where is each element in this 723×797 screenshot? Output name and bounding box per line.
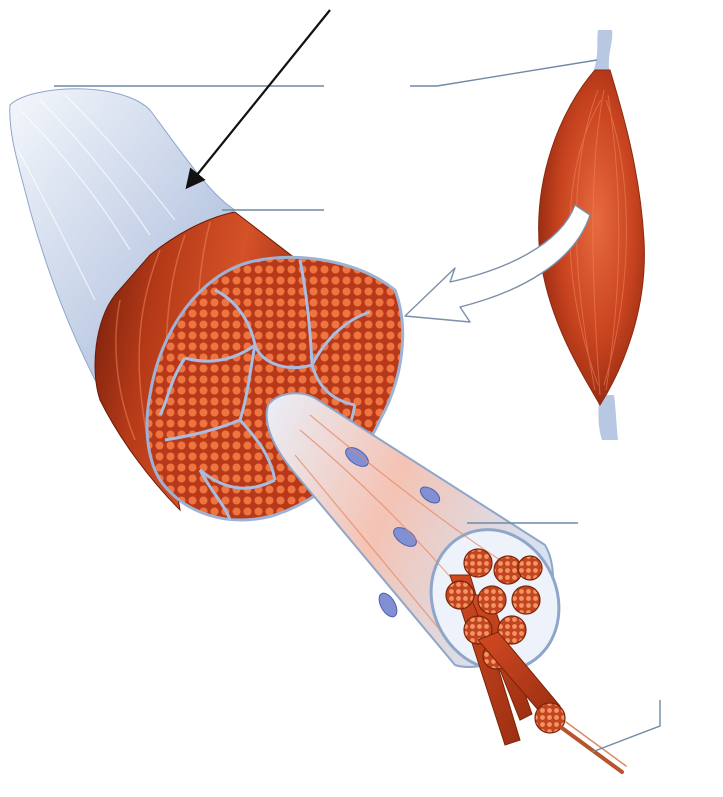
leader-line-whole-muscle <box>410 60 597 86</box>
myofibril-end <box>446 581 474 609</box>
myofibril-end <box>512 586 540 614</box>
leader-line-myofibril <box>592 700 660 752</box>
myofilament-strand-thin <box>566 722 626 766</box>
black-pointer-arrow <box>188 10 330 186</box>
muscle-fiber <box>267 393 582 691</box>
myofibril-end <box>478 586 506 614</box>
whole-muscle-top-tendon <box>592 30 612 75</box>
myofibril-end <box>464 549 492 577</box>
myofibril-end <box>518 556 542 580</box>
myofilament-strand <box>562 728 622 772</box>
